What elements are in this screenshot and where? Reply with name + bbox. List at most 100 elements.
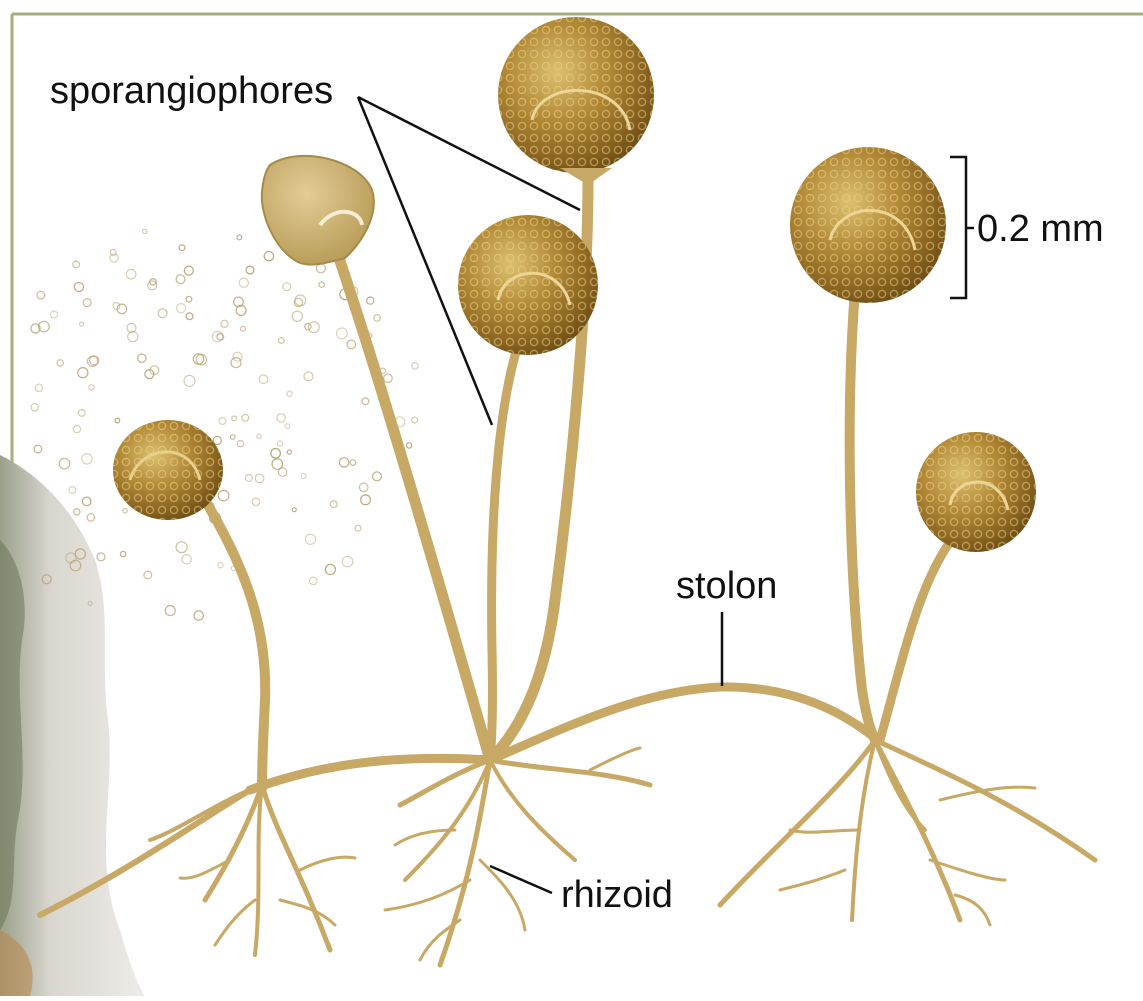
spore: [271, 449, 281, 459]
spore: [165, 606, 175, 616]
spore: [230, 435, 235, 440]
dispersing-sporangium: [113, 420, 223, 520]
spore: [246, 266, 254, 274]
spore: [127, 323, 136, 332]
spore: [218, 563, 223, 568]
spore: [367, 297, 374, 304]
spore: [384, 374, 393, 383]
spore: [283, 283, 291, 291]
spore: [259, 375, 268, 384]
spore: [128, 332, 138, 342]
spore: [184, 266, 193, 275]
spore: [143, 229, 147, 233]
spore: [232, 416, 237, 421]
spore: [412, 417, 418, 423]
spore: [295, 295, 306, 306]
spore: [412, 363, 419, 370]
spore: [218, 490, 229, 501]
spore: [245, 474, 252, 481]
spore: [362, 398, 369, 405]
label-rhizoid: rhizoid: [561, 876, 673, 914]
spore: [278, 468, 286, 476]
spore: [51, 311, 58, 318]
spore: [287, 391, 292, 396]
spore: [406, 443, 411, 448]
spore: [79, 322, 83, 326]
spore: [138, 354, 146, 362]
spore: [237, 441, 243, 447]
spore: [287, 450, 291, 454]
stolon: [250, 687, 875, 790]
spore: [176, 542, 187, 553]
spore: [184, 375, 195, 386]
spore: [231, 358, 241, 368]
spore: [339, 458, 348, 467]
spore: [337, 328, 348, 339]
spore: [301, 474, 306, 479]
spore: [89, 385, 94, 390]
spore: [310, 577, 318, 585]
spore: [182, 555, 191, 564]
spore: [361, 495, 371, 505]
spore: [219, 418, 226, 425]
spore: [59, 458, 70, 469]
spore: [120, 551, 125, 556]
spore: [144, 571, 152, 579]
sporangium-tall: [498, 17, 654, 185]
spore: [373, 472, 382, 481]
spore: [242, 414, 249, 421]
sporangium-small-right: [916, 432, 1036, 552]
spore: [186, 313, 193, 320]
spore: [176, 275, 185, 284]
spore: [179, 245, 185, 251]
spore: [277, 441, 282, 446]
spore: [35, 384, 42, 391]
spore: [57, 360, 63, 366]
spore: [304, 372, 313, 381]
spore: [355, 525, 361, 531]
bread-substrate: [0, 455, 145, 996]
spore: [177, 304, 186, 313]
spore: [359, 483, 368, 492]
spore: [239, 278, 248, 287]
spore: [325, 564, 335, 574]
spore: [83, 299, 91, 307]
spore: [292, 311, 302, 321]
spore: [73, 426, 80, 433]
spore: [330, 501, 337, 508]
spore: [257, 434, 262, 439]
spore: [78, 368, 88, 378]
sporangium-right: [790, 147, 946, 303]
spore: [73, 261, 80, 268]
spore: [186, 296, 192, 302]
spore: [285, 424, 290, 429]
spore: [277, 414, 285, 422]
spore: [374, 315, 381, 322]
spore: [115, 418, 120, 423]
label-stolon: stolon: [676, 567, 777, 605]
spore: [237, 235, 242, 240]
spore: [305, 534, 315, 544]
scale-bar: [950, 157, 966, 298]
spore: [241, 326, 246, 331]
spore: [82, 454, 92, 464]
spore: [264, 252, 273, 261]
empty-sporangium: [262, 156, 374, 265]
spore: [74, 509, 80, 515]
spore: [255, 474, 264, 483]
spore: [34, 445, 42, 453]
spore: [234, 297, 244, 307]
spore: [221, 320, 228, 327]
spore: [319, 282, 324, 287]
spore: [78, 410, 85, 417]
spore: [82, 497, 91, 506]
spore: [347, 340, 356, 349]
label-scale: 0.2 mm: [977, 210, 1104, 248]
spore: [37, 291, 45, 299]
spore: [316, 264, 325, 273]
spore: [126, 269, 136, 279]
spore: [350, 460, 356, 466]
spore: [158, 309, 167, 318]
